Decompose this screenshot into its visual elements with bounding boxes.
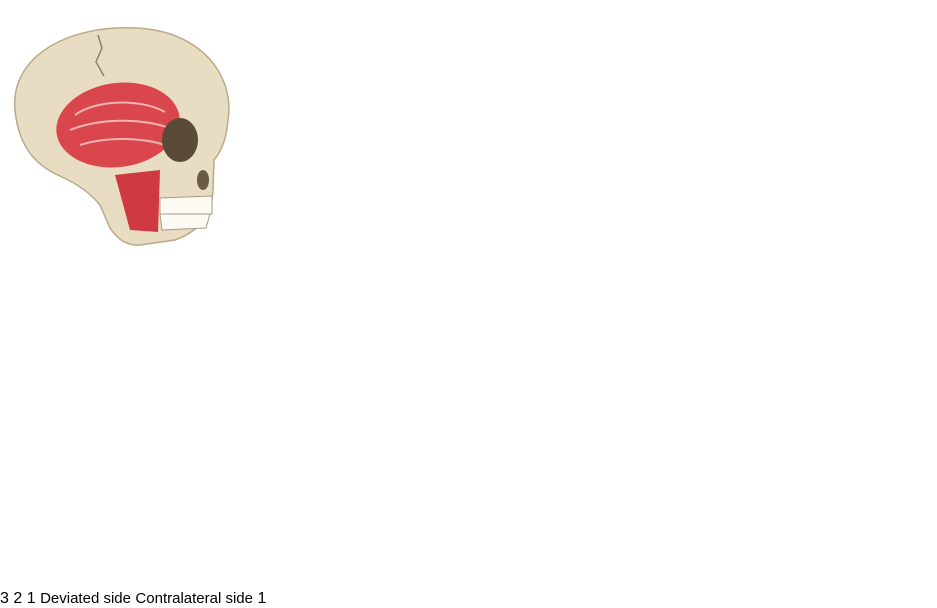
step-badge-3: 3 2 [0,590,266,607]
down-arrow: 2 [13,590,266,607]
contralateral-side-text: Contralateral side [135,590,253,607]
step-label-1-right: 1 [257,590,266,607]
rotation-arrow-right: 1 [257,590,266,607]
lateral-skull-icon [15,28,229,245]
rotation-arrow-left: 1 [257,590,266,607]
joint-to-teeth-arrow: 1 Deviate [27,590,267,607]
joint-to-skull-arrow: 1 Deviate [27,590,267,607]
step-badge-1-center: 1 Deviate [27,590,267,607]
skull-to-joint-arrow: 1 Deviate [27,590,267,607]
step-badge-1-right: 1 [257,590,266,607]
diagram-canvas [0,0,937,585]
step-label-3: 3 [0,590,9,607]
step-badge-2: 2 [13,590,266,607]
deviated-side-text: Deviated side [40,590,131,607]
teeth-to-joint-arrow: 1 Deviate [27,590,267,607]
tmj-diagram: 3 2 [0,0,937,585]
rotation-arrow-bottom: 1 [257,590,266,607]
step-label-2: 2 [13,590,22,607]
deviated-side-label: Deviated side [40,590,135,607]
right-down-arrow: 1 [257,590,266,607]
step-label-1-center: 1 [27,590,36,607]
contralateral-side-label: Contralateral side [135,590,257,607]
up-arrow: 2 [13,590,266,607]
